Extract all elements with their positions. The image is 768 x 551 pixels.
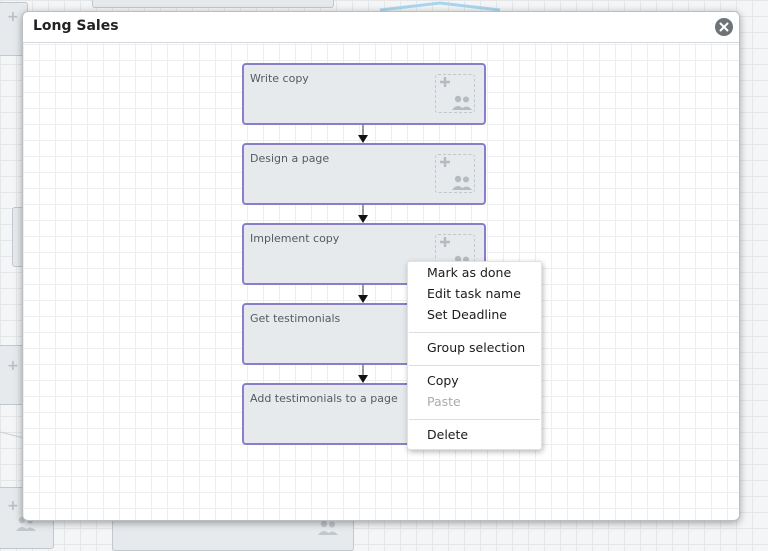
context-menu: Mark as done Edit task name Set Deadline… [407,261,542,450]
menu-item-set-deadline[interactable]: Set Deadline [427,307,507,322]
task-label: Design a page [250,152,330,165]
task-card[interactable]: Implement copy [242,223,486,285]
plus-icon [440,77,450,87]
plus-icon: + [7,9,19,25]
connector-arrow [358,203,368,223]
project-dialog: Long Sales Write copy [22,11,740,521]
connector-arrow [358,123,368,143]
assign-people-button[interactable] [435,154,475,193]
task-label: Get testimonials [250,312,341,325]
connector-arrow [358,363,368,383]
people-icon [452,95,472,110]
menu-separator [409,365,540,366]
dialog-header: Long Sales [23,12,739,43]
menu-item-delete[interactable]: Delete [427,427,469,442]
plus-icon [440,237,450,247]
people-icon [318,520,338,535]
people-icon [452,175,472,190]
menu-separator [409,419,540,420]
assign-people-button[interactable] [435,74,475,113]
plus-icon: + [7,358,19,374]
close-button[interactable] [715,18,733,36]
arrow-down-icon [358,295,368,303]
close-icon [719,22,729,32]
connector-arrow [358,283,368,303]
menu-item-group-selection[interactable]: Group selection [427,340,526,355]
task-label: Implement copy [250,232,340,245]
background-task-card [92,0,334,8]
menu-item-copy[interactable]: Copy [427,373,459,388]
arrow-down-icon [358,375,368,383]
menu-item-edit-task-name[interactable]: Edit task name [427,286,521,301]
task-card[interactable]: Design a page [242,143,486,205]
dialog-title: Long Sales [33,18,119,34]
plus-icon [440,157,450,167]
menu-separator [409,332,540,333]
task-label: Add testimonials to a page [250,392,398,405]
arrow-down-icon [358,135,368,143]
task-card[interactable]: Write copy [242,63,486,125]
task-connectors [358,123,368,383]
menu-item-paste: Paste [427,394,461,409]
plus-icon: + [7,498,19,514]
arrow-down-icon [358,215,368,223]
menu-item-mark-as-done[interactable]: Mark as done [427,265,512,280]
task-label: Write copy [250,72,309,85]
